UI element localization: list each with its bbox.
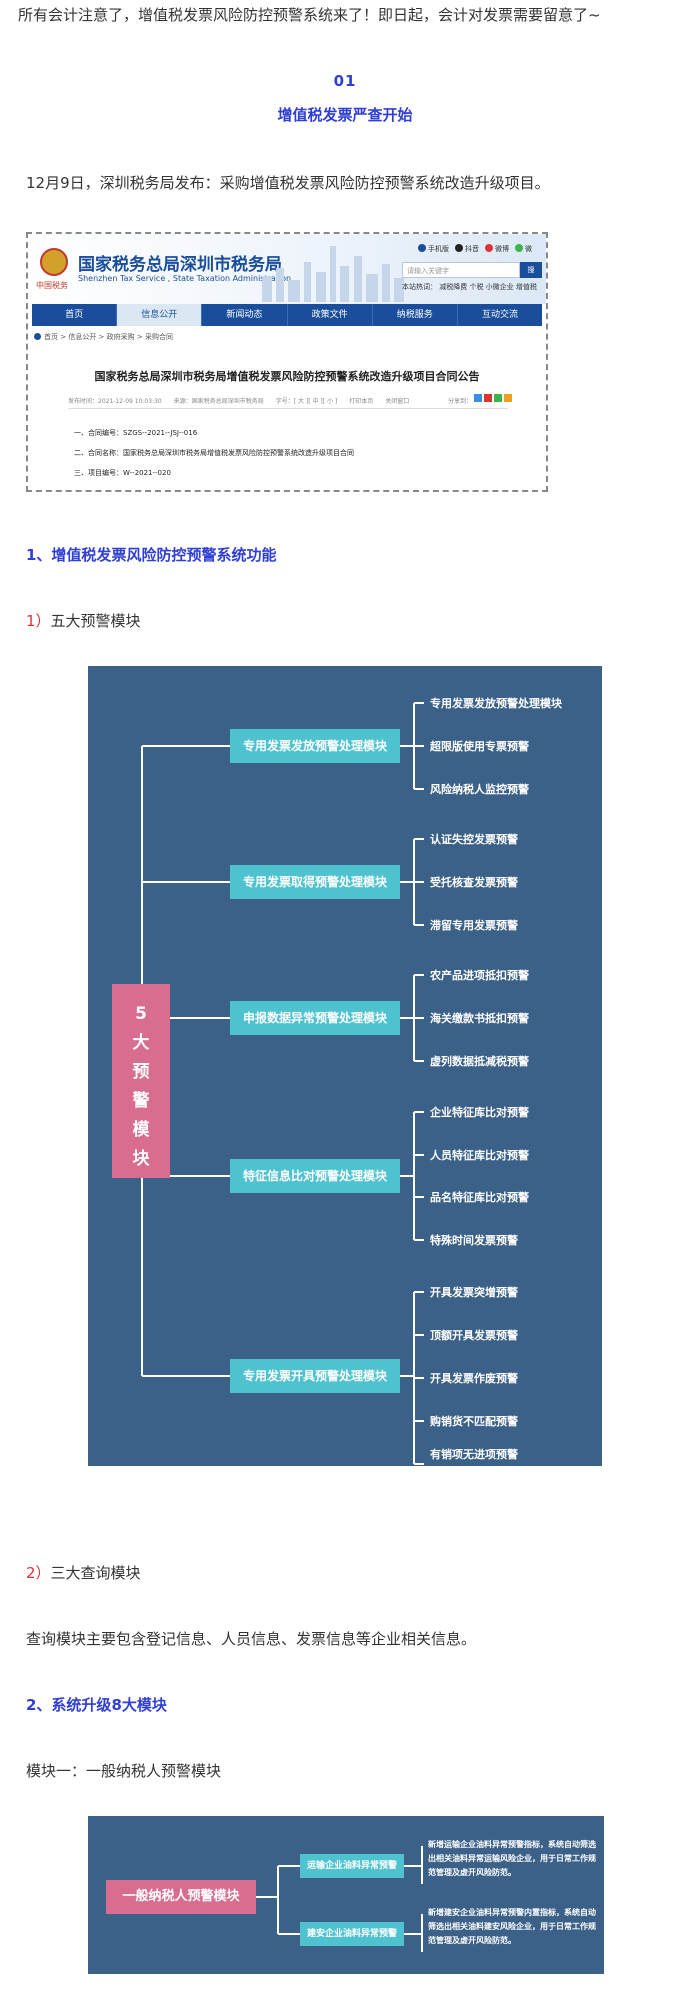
- project-number: 三、项目编号：W--2021--020: [74, 469, 171, 477]
- nav-info-public[interactable]: 信息公开: [117, 304, 203, 326]
- breadcrumb: 首页 > 信息公开 > 政府采购 > 采购合同: [34, 332, 173, 342]
- tax-emblem-icon: [40, 248, 68, 276]
- leaf-item: 开具发票突增预警: [430, 1286, 518, 1299]
- subheading-three-queries: 2）三大查询模块: [26, 1564, 141, 1582]
- share-wechat-icon[interactable]: [494, 394, 502, 402]
- print-link[interactable]: 打印本页: [349, 398, 374, 405]
- section-number: 01: [333, 72, 357, 90]
- module-issue-box: 专用发票发放预警处理模块: [230, 729, 400, 763]
- general-taxpayer-diagram: 一般纳税人预警模块 运输企业油料异常预警 新增运输企业油料异常预警指标，系统自动…: [88, 1816, 604, 1974]
- share-qzone-icon[interactable]: [474, 394, 482, 402]
- module-obtain-box: 专用发票取得预警处理模块: [230, 865, 400, 899]
- nav-interaction[interactable]: 互动交流: [481, 310, 518, 320]
- leaf-item: 企业特征库比对预警: [430, 1106, 529, 1119]
- share-icons: [474, 394, 512, 402]
- tax-bureau-screenshot: 中国税务 国家税务总局深圳市税务局 Shenzhen Tax Service ,…: [26, 232, 548, 492]
- notice-title: 国家税务总局深圳市税务局增值税发票风险防控预警系统改造升级项目合同公告: [94, 370, 480, 383]
- douyin-link[interactable]: 抖音: [455, 244, 479, 254]
- nav-service[interactable]: 纳税服务: [373, 304, 458, 326]
- share-label: 分享到：: [448, 398, 473, 405]
- heading-system-functions: 1、增值税发票风险防控预警系统功能: [26, 546, 277, 564]
- leaf-item: 超限版使用专票预警: [430, 740, 529, 753]
- publish-time: 发布时间：2021-12-09 10:03:30: [68, 398, 162, 405]
- contract-name: 二、合同名称：国家税务总局深圳市税务局增值税发票风险防控预警系统改造升级项目合同: [74, 449, 354, 457]
- module-one-label: 模块一：一般纳税人预警模块: [26, 1762, 222, 1780]
- nav-home[interactable]: 首页: [32, 304, 118, 326]
- article-title: 所有会计注意了，增值税发票风险防控预警系统来了！即日起，会计对发票需要留意了~: [18, 6, 601, 24]
- leaf-item: 农产品进项抵扣预警: [430, 969, 529, 982]
- share-more-icon[interactable]: [504, 394, 512, 402]
- close-window-link[interactable]: 关闭窗口: [385, 398, 410, 405]
- contract-number: 一、合同编号：SZGS--2021--JSJ--016: [74, 429, 198, 437]
- emblem-subtitle: 中国税务: [36, 281, 68, 290]
- share-weibo-icon[interactable]: [484, 394, 492, 402]
- bureau-name-en: Shenzhen Tax Service , State Taxation Ad…: [78, 274, 292, 283]
- section-title: 增值税发票严查开始: [277, 106, 413, 124]
- leaf-item: 专用发票发放预警处理模块: [430, 697, 562, 710]
- transport-fuel-box: 运输企业油料异常预警: [300, 1854, 404, 1878]
- five-warning-modules-diagram: 5 大 预 警 模 块 专用发票发放预警处理模块 专用发票发放预警处理模块 超限…: [88, 666, 602, 1466]
- leaf-item: 虚列数据抵减税预警: [430, 1055, 529, 1068]
- nav-news[interactable]: 新闻动态: [202, 304, 288, 326]
- leaf-item: 滞留专用发票预警: [430, 919, 518, 932]
- bureau-name: 国家税务总局深圳市税务局: [78, 255, 282, 275]
- source: 来源：国家税务总局深圳市税务局: [173, 398, 264, 405]
- leaf-item: 有销项无进项预警: [430, 1448, 518, 1461]
- leaf-item: 开具发票作废预警: [430, 1372, 518, 1385]
- module-declaration-box: 申报数据异常预警处理模块: [230, 1001, 400, 1035]
- wechat-link[interactable]: 微: [515, 244, 532, 254]
- city-skyline-icon: [262, 246, 404, 302]
- transport-fuel-desc: 新增运输企业油料异常预警指标，系统自动筛选出相关油料异常运输风险企业，用于日常工…: [428, 1840, 596, 1877]
- site-search-button[interactable]: 搜: [520, 262, 542, 278]
- general-taxpayer-box: 一般纳税人预警模块: [106, 1880, 256, 1914]
- top-links: 手机版 抖音 微博 微: [418, 244, 532, 254]
- site-header: 中国税务 国家税务总局深圳市税务局 Shenzhen Tax Service ,…: [28, 234, 546, 304]
- divider: [68, 408, 508, 409]
- site-search-input[interactable]: 请输入关键字: [402, 262, 520, 278]
- diagram2-connectors: [256, 1846, 423, 1952]
- leaf-item: 购销货不匹配预警: [430, 1415, 518, 1428]
- notice-meta: 发布时间：2021-12-09 10:03:30 来源：国家税务总局深圳市税务局…: [68, 396, 508, 405]
- leaf-item: 认证失控发票预警: [430, 833, 518, 846]
- intro-paragraph: 12月9日，深圳税务局发布：采购增值税发票风险防控预警系统改造升级项目。: [26, 174, 550, 192]
- five-modules-center-box: 5 大 预 警 模 块: [112, 984, 170, 1178]
- leaf-item: 特殊时间发票预警: [430, 1234, 518, 1247]
- leaf-item: 顶额开具发票预警: [430, 1329, 518, 1342]
- module-invoicing-box: 专用发票开具预警处理模块: [230, 1359, 400, 1393]
- site-nav: 首页 信息公开 新闻动态 政策文件 纳税服务 互动交流: [32, 304, 542, 326]
- leaf-item: 人员特征库比对预警: [430, 1149, 529, 1162]
- leaf-item: 受托核查发票预警: [430, 876, 518, 889]
- leaf-item: 海关缴款书抵扣预警: [430, 1012, 529, 1025]
- heading-eight-modules: 2、系统升级8大模块: [26, 1696, 167, 1714]
- query-description: 查询模块主要包含登记信息、人员信息、发票信息等企业相关信息。: [26, 1630, 477, 1648]
- location-icon: [34, 333, 41, 340]
- mobile-link[interactable]: 手机版: [418, 244, 449, 254]
- weibo-link[interactable]: 微博: [485, 244, 509, 254]
- module-feature-box: 特征信息比对预警处理模块: [230, 1159, 400, 1193]
- subheading-five-modules: 1）五大预警模块: [26, 612, 141, 630]
- hot-words: 本站热词： 减税降费 个税 小微企业 增值税: [402, 283, 537, 291]
- leaf-item: 风险纳税人监控预警: [430, 783, 529, 796]
- leaf-item: 品名特征库比对预警: [430, 1191, 529, 1204]
- font-size-control[interactable]: 字号：[ 大 ][ 中 ][ 小 ]: [275, 398, 338, 405]
- construction-fuel-desc: 新增建安企业油料异常预警内置指标，系统自动筛选出相关油料建安风险企业，用于日常工…: [428, 1908, 596, 1945]
- nav-policy[interactable]: 政策文件: [288, 304, 373, 326]
- construction-fuel-box: 建安企业油料异常预警: [300, 1922, 404, 1946]
